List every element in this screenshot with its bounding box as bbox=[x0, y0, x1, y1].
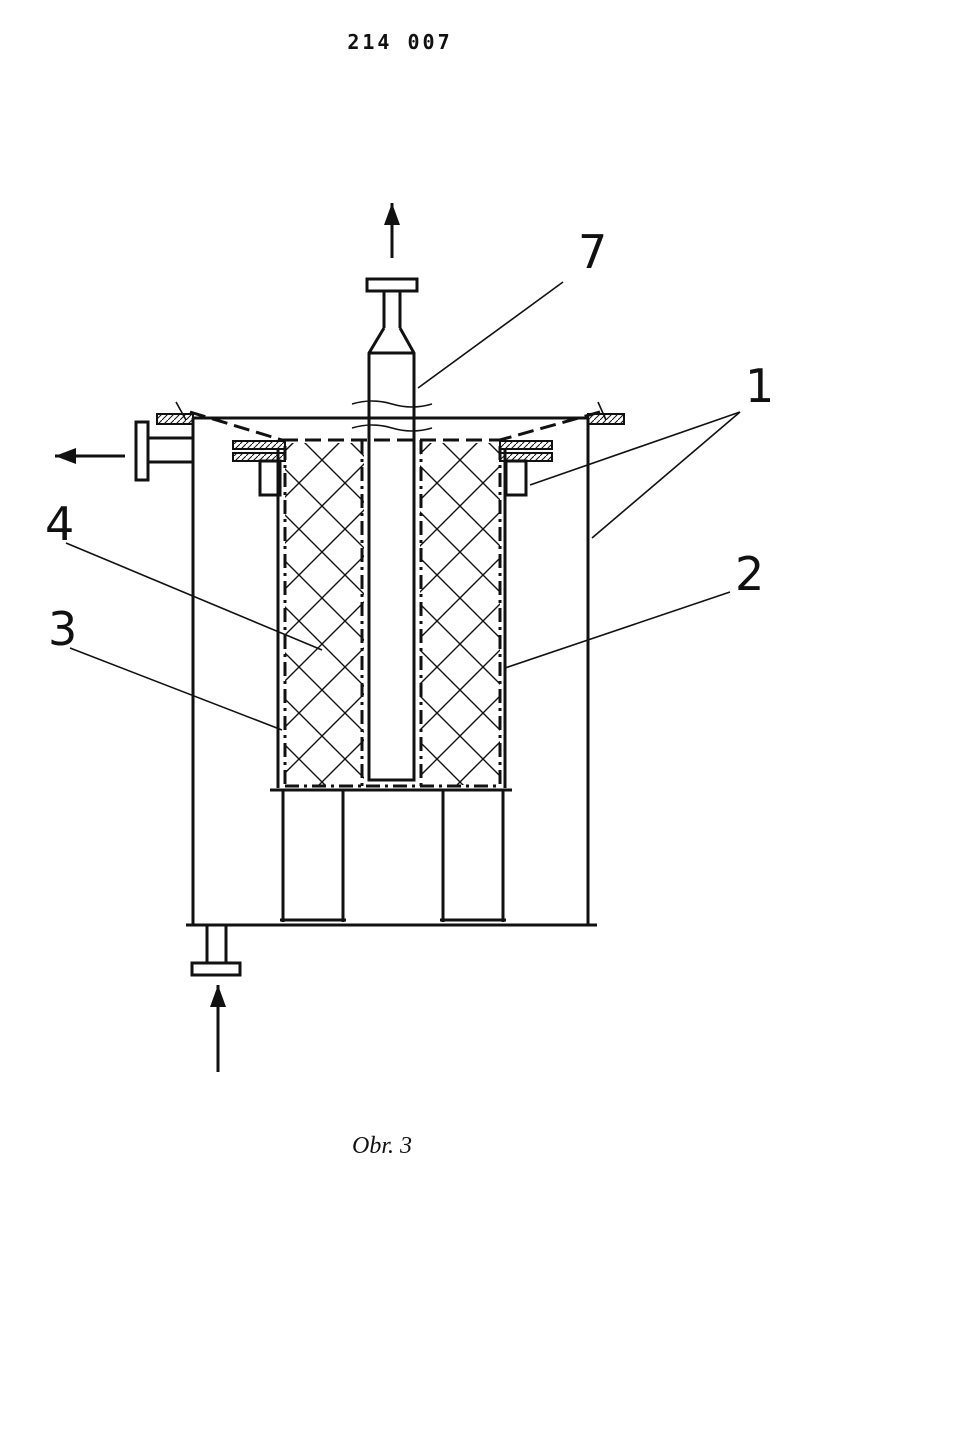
part-label-3: 3 bbox=[48, 602, 77, 656]
part-label-7: 7 bbox=[578, 225, 607, 279]
bottom-inlet-nozzle bbox=[190, 925, 242, 1072]
part-label-2: 2 bbox=[735, 547, 764, 601]
part-label-4: 4 bbox=[45, 497, 74, 551]
leader-lines bbox=[65, 281, 741, 731]
part-label-1: 1 bbox=[745, 359, 774, 413]
figure-caption: Obr. 3 bbox=[352, 1133, 413, 1159]
cartridge-support-legs bbox=[280, 790, 506, 922]
document-number: 214 007 bbox=[347, 30, 453, 54]
conical-cover-dashed bbox=[189, 410, 601, 442]
side-outlet-nozzle bbox=[55, 420, 193, 482]
outer-vessel bbox=[156, 401, 625, 927]
central-discharge-pipe bbox=[351, 203, 433, 782]
filter-cartridge bbox=[270, 440, 512, 792]
